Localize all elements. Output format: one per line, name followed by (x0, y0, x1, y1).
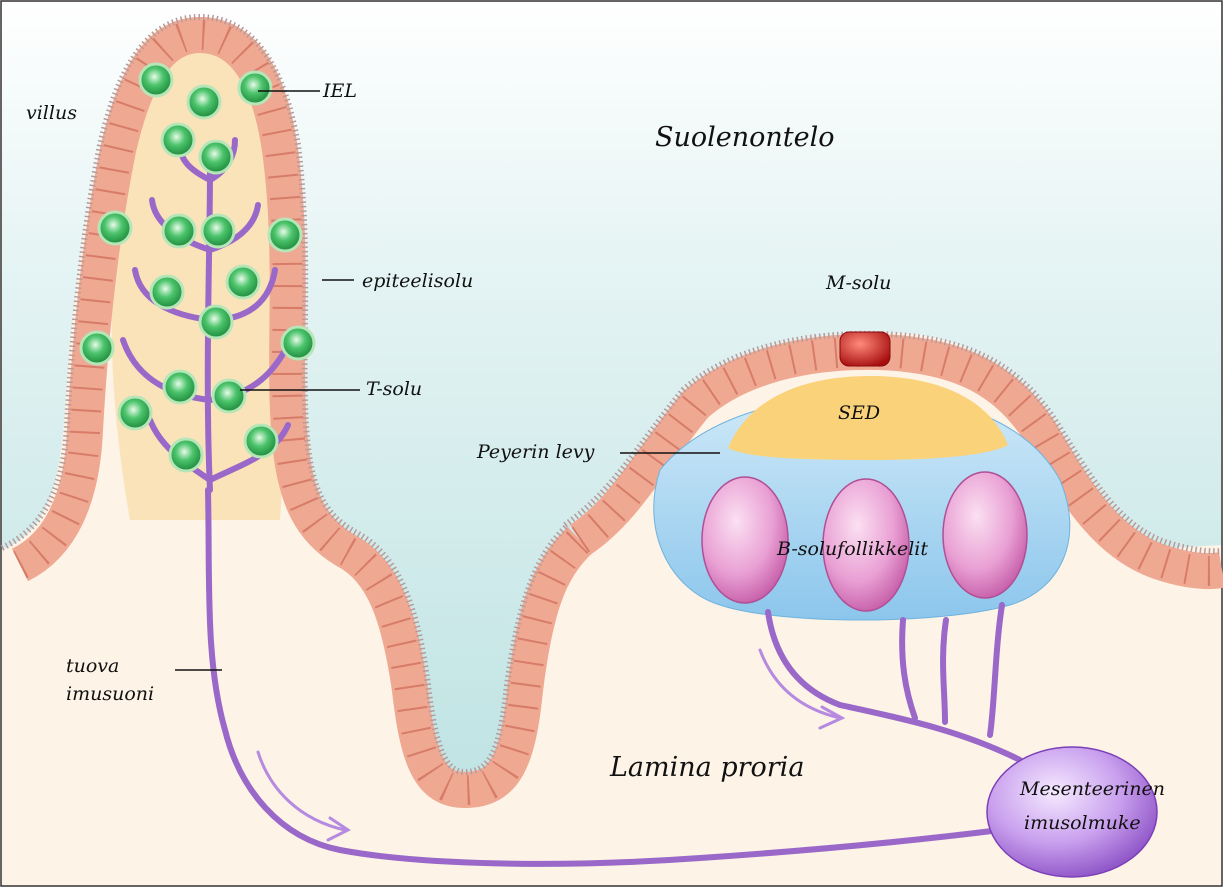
label-imusuoni: imusuoni (66, 683, 154, 705)
b-follicle-1 (702, 477, 788, 603)
label-suolenontelo: Suolenontelo (655, 122, 835, 153)
label-epiteelisolu: epiteelisolu (362, 270, 473, 292)
label-b-solufollikkelit: B-solufollikkelit (777, 538, 928, 560)
label-tuova: tuova (66, 655, 119, 677)
b-follicle-3 (943, 472, 1027, 598)
label-lamina-propria: Lamina proria (610, 752, 804, 783)
label-iel: IEL (323, 80, 357, 102)
label-sed: SED (838, 402, 880, 424)
label-t-solu: T-solu (366, 378, 422, 400)
m-cell (840, 332, 890, 366)
label-imusolmuke: imusolmuke (1024, 812, 1141, 834)
label-villus: villus (26, 102, 77, 124)
label-m-solu: M-solu (826, 272, 891, 294)
label-mesenteerinen: Mesenteerinen (1020, 778, 1165, 800)
label-peyerin-levy: Peyerin levy (477, 441, 594, 463)
